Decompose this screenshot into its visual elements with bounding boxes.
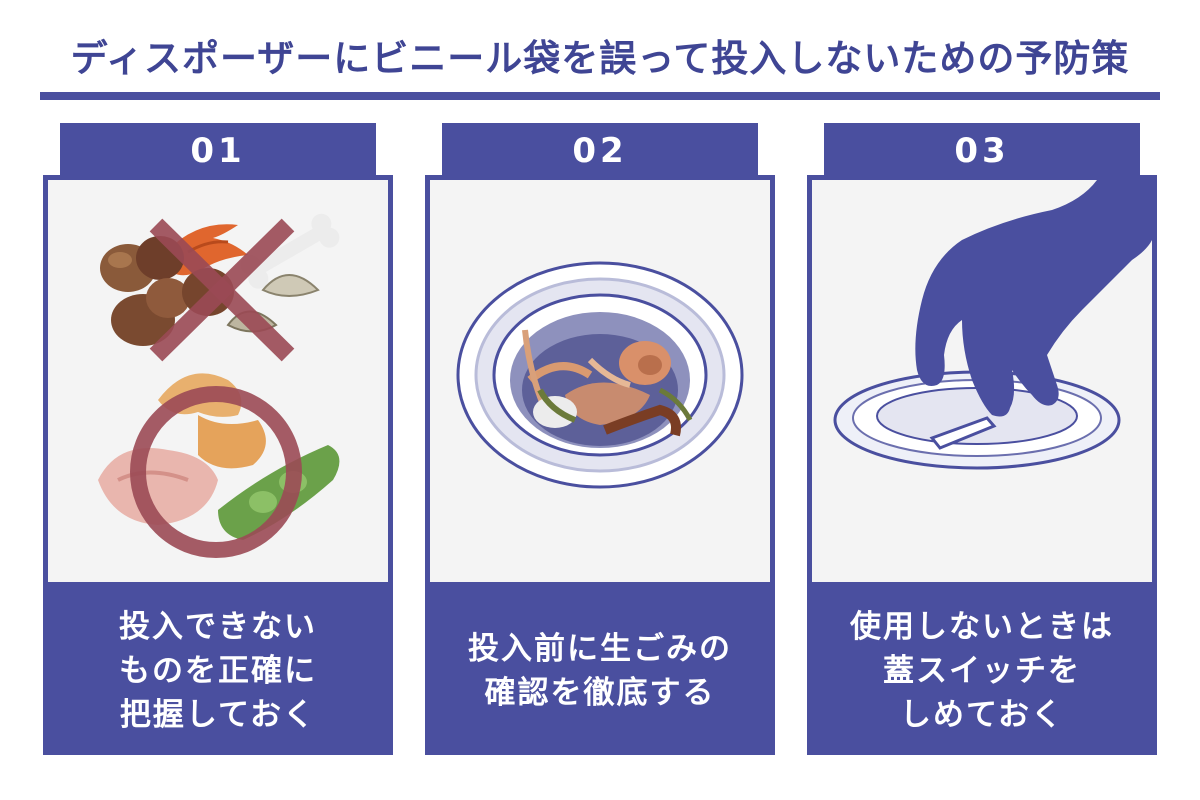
caption-line: 把握しておく [119,697,317,733]
caption-line: しめておく [899,697,1065,733]
food-waste-allowed-vs-not-icon [48,180,388,582]
caption-line: 使用しないときは [850,609,1114,645]
title-underline [40,92,1160,100]
card-caption: 投入できない ものを正確に 把握しておく [43,587,393,755]
card-caption: 使用しないときは 蓋スイッチを しめておく [807,587,1157,755]
caption-line: 投入できない [119,609,317,645]
card-frame: 投入前に生ごみの 確認を徹底する [425,175,775,755]
disposer-drain-with-food-icon [430,180,770,582]
card-number-tab: 03 [824,123,1140,179]
caption-line: ものを正確に [119,653,317,689]
caption-line: 投入前に生ごみの [468,631,732,667]
card-frame: 投入できない ものを正確に 把握しておく [43,175,393,755]
card-02: 投入前に生ごみの 確認を徹底する 02 [425,123,775,755]
caption-line: 蓋スイッチを [883,653,1081,689]
caption-line: 確認を徹底する [484,675,716,711]
hand-closing-lid-switch-icon [812,180,1152,582]
page-title: ディスポーザーにビニール袋を誤って投入しないための予防策 [70,37,1130,80]
card-03: 使用しないときは 蓋スイッチを しめておく 03 [807,123,1157,755]
card-frame: 使用しないときは 蓋スイッチを しめておく [807,175,1157,755]
card-01: 投入できない ものを正確に 把握しておく 01 [43,123,393,755]
card-number-tab: 01 [60,123,376,179]
card-number-tab: 02 [442,123,758,179]
card-caption: 投入前に生ごみの 確認を徹底する [425,587,775,755]
